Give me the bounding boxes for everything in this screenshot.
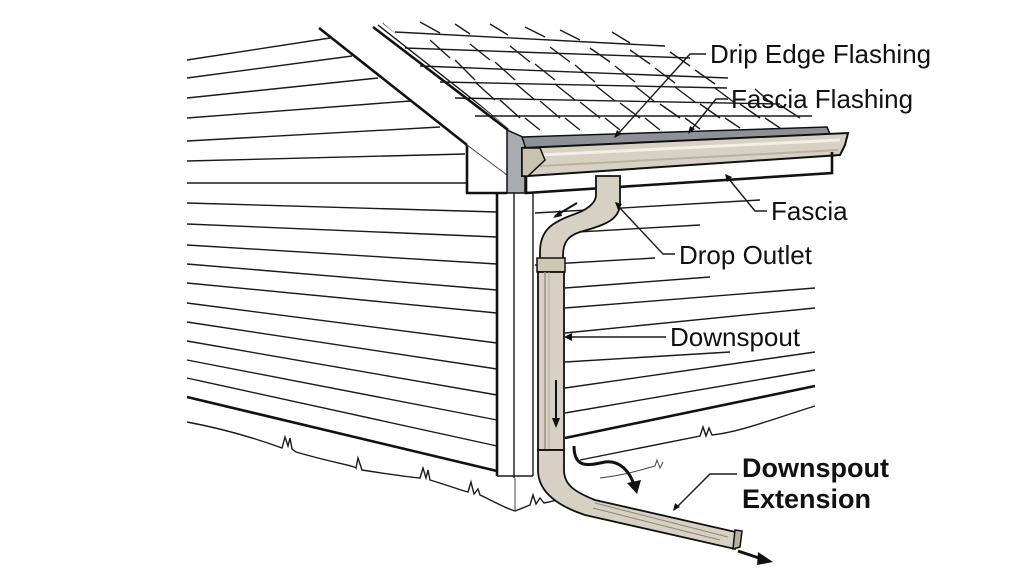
label-fascia-flashing: Fascia Flashing xyxy=(731,84,913,114)
downspout-assembly xyxy=(536,175,773,565)
label-downspout-extension-line2: Extension xyxy=(742,484,871,514)
fascia-board xyxy=(524,152,834,195)
label-drip-edge-flashing: Drip Edge Flashing xyxy=(710,39,931,69)
left-ground xyxy=(186,421,566,512)
label-drop-outlet: Drop Outlet xyxy=(679,240,813,270)
label-fascia: Fascia xyxy=(771,196,848,226)
roof-shingles xyxy=(383,21,830,138)
gutter xyxy=(521,131,850,177)
label-downspout: Downspout xyxy=(670,322,801,352)
right-wall-siding xyxy=(534,199,816,479)
leader-lines xyxy=(564,53,767,511)
label-downspout-extension-line1: Downspout xyxy=(742,453,889,483)
corner-trim xyxy=(495,193,534,510)
left-wall-siding xyxy=(186,37,498,473)
